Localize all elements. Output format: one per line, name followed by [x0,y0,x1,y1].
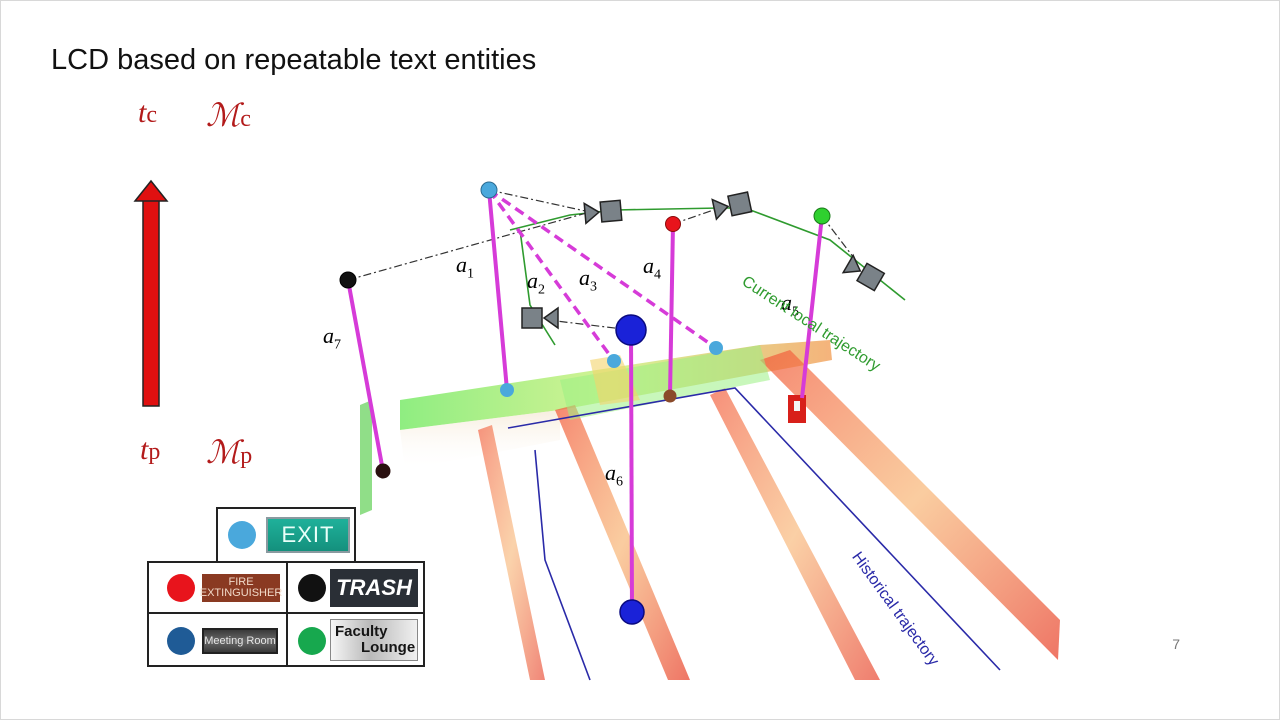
association-label-a7: a7 [323,323,341,353]
link-meeting-camera [547,319,632,331]
legend-trash: TRASH [286,561,425,614]
entity-exit-previous-1 [500,383,514,397]
association-line-a6 [629,329,634,613]
exit-sign: EXIT [266,517,350,553]
time-arrow [133,179,169,407]
entity-exit-current [480,181,498,199]
link-faculty-camera [821,215,858,263]
link-exit-camera [488,189,591,213]
entity-fire-previous [663,389,677,403]
camera-pose-3 [841,253,886,292]
entity-meeting-previous [619,599,645,625]
entity-meeting-current [615,314,647,346]
legend-trash-dot [298,574,326,602]
legend-exit: EXIT [216,507,356,563]
camera-pose-4 [521,306,559,330]
association-line-a2 [487,188,616,363]
point-cloud-map [360,340,1060,680]
time-previous-label: tp [140,433,161,466]
meeting-room-sign: Meeting Room [202,628,278,654]
legend-exit-dot [228,521,256,549]
camera-pose-2 [711,191,753,221]
association-label-a5: a5 [781,290,799,320]
association-label-a6: a6 [605,460,623,490]
historical-trajectory [507,387,1001,681]
current-local-trajectory [509,207,906,346]
trash-sign: TRASH [330,569,418,607]
entity-exit-previous-2 [607,354,621,368]
page-number: 7 [1172,636,1180,652]
legend-meeting-dot [167,627,195,655]
association-label-a4: a4 [643,253,661,283]
association-line-a3 [488,188,717,350]
slide-title: LCD based on repeatable text entities [51,44,537,76]
legend-fire-dot [167,574,195,602]
entity-faculty-current [813,207,831,225]
association-line-a5 [800,215,824,399]
association-label-a1: a1 [456,252,474,282]
legend-meeting-room: Meeting Room [147,612,288,667]
association-line-a1 [487,189,509,391]
map-previous-label: ℳp [206,434,253,470]
association-line-a4 [668,223,675,397]
entity-trash-previous [375,463,391,479]
entity-trash-current [339,271,357,289]
entity-exit-previous-3 [709,341,723,355]
entity-fire-current [665,216,681,232]
legend-faculty-dot [298,627,326,655]
link-trash-camera [347,211,591,281]
association-label-a2: a2 [527,268,545,298]
association-label-a3: a3 [579,265,597,295]
association-line-a7 [346,279,385,472]
time-current-label: tc [138,96,157,129]
camera-pose-1 [583,199,623,225]
map-current-label: ℳc [206,97,251,133]
